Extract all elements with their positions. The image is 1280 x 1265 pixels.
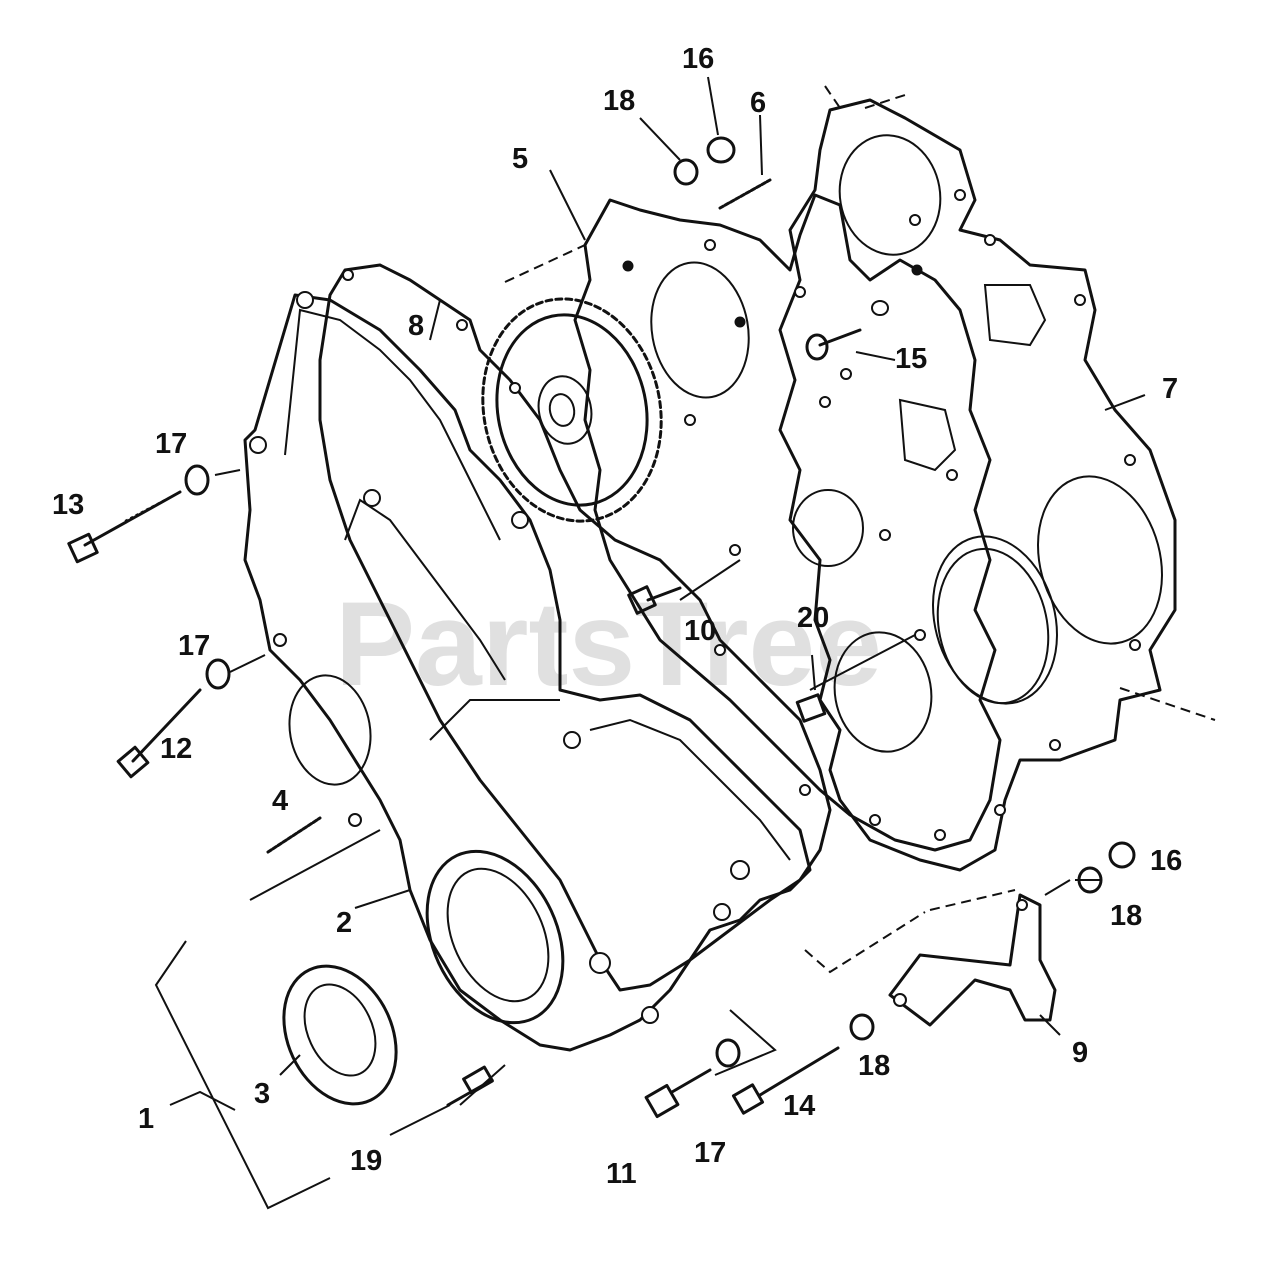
callout-18-top: 18 [603,85,635,117]
callout-19: 19 [350,1145,382,1177]
callout-15: 15 [895,343,927,375]
callout-10: 10 [684,615,716,647]
bolt-part-14 [731,1046,840,1115]
bolt-part-10 [627,585,682,615]
washer-part-17-lower [715,1038,741,1068]
callout-3: 3 [254,1078,270,1110]
callout-18-right: 18 [1110,900,1142,932]
front-plate-part-5 [573,193,1050,852]
stud-part-4 [266,816,322,854]
washer-part-17-mid [205,658,231,690]
callout-11: 11 [606,1158,637,1190]
callout-6: 6 [750,87,766,119]
stud-part-6 [718,178,772,210]
callout-1: 1 [138,1103,154,1135]
callout-8: 8 [408,310,424,342]
rear-gasket-part-7 [778,98,1177,872]
callout-4: 4 [272,785,288,817]
screw-part-15 [805,300,889,361]
partstree-watermark: PartsTree [335,577,882,711]
callout-14: 14 [783,1090,815,1122]
callout-18-lower: 18 [858,1050,890,1082]
callout-16-top: 16 [682,43,714,75]
bracket-part-9 [888,893,1057,1027]
timing-cover-part-2 [243,291,812,1052]
washer-part-18-top [673,158,699,186]
callout-2: 2 [336,907,352,939]
callout-7: 7 [1162,373,1178,405]
bolt-part-11 [644,1068,712,1119]
callout-12: 12 [160,733,192,765]
oil-seal-part-3 [282,964,398,1106]
washer-part-18-lower [849,1013,875,1041]
washer-part-17-top [184,464,210,496]
bolt-part-12 [116,688,202,779]
callout-9: 9 [1072,1037,1088,1069]
nut-part-16-top [706,136,736,164]
plug-part-20 [795,693,827,723]
callout-20: 20 [797,602,829,634]
callout-17-mid: 17 [178,630,210,662]
timing-gear [481,297,663,523]
callout-17-lower: 17 [694,1137,726,1169]
callout-5: 5 [512,143,528,175]
dowel-part-19 [446,1065,494,1107]
callout-17-top: 17 [155,428,187,460]
bolt-part-13 [67,490,182,564]
callout-16-right: 16 [1150,845,1182,877]
callout-13: 13 [52,489,84,521]
nut-part-16-right [1108,841,1136,869]
